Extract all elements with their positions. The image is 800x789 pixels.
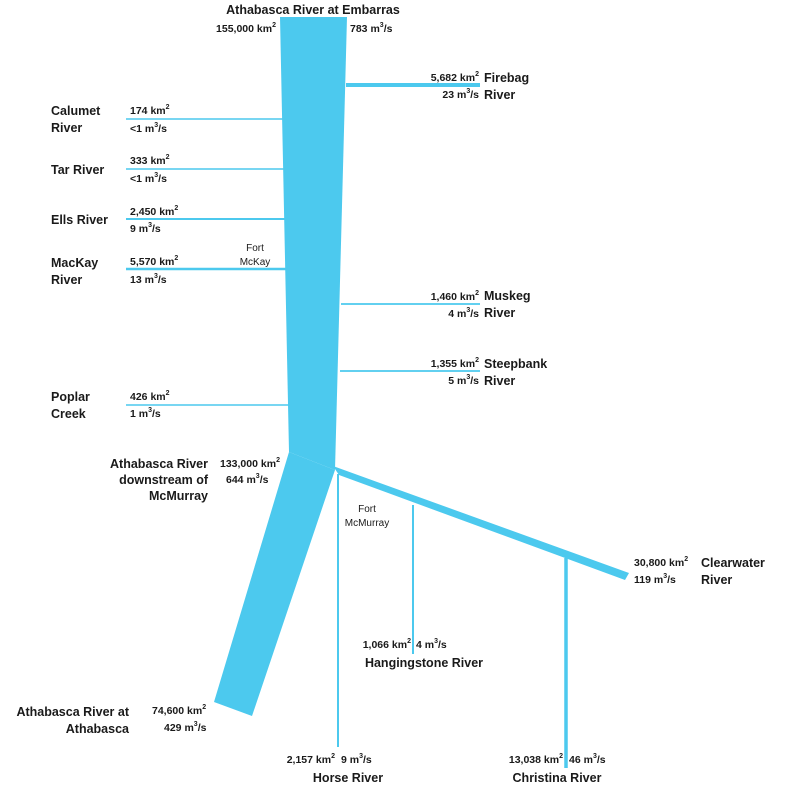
main-stem-upper	[280, 17, 347, 470]
horse-name: Horse River	[313, 771, 383, 785]
fort-mcmurray-line-2: McMurray	[345, 518, 389, 529]
hangingstone-label: 1,066 km2 4 m3/s Hangingstone River	[363, 638, 483, 670]
clearwater-flow: 119 m3/s	[634, 573, 676, 586]
mcmurray-name-line-3: McMurray	[149, 489, 208, 503]
muskeg-label: 1,460 km2 4 m3/s Muskeg River	[431, 289, 531, 320]
clearwater-channel	[333, 466, 629, 580]
mcmurray-name-line-1: Athabasca River	[110, 457, 208, 471]
tar-label: Tar River 333 km2 <1 m3/s	[51, 154, 170, 185]
calumet-name-line-1: Calumet	[51, 104, 101, 118]
main-stem-lower	[214, 452, 335, 716]
athabasca-label: Athabasca River at Athabasca 74,600 km2 …	[16, 704, 206, 736]
christina-name: Christina River	[513, 771, 602, 785]
embarras-label: Athabasca River at Embarras 155,000 km2 …	[216, 3, 400, 35]
christina-flow: 46 m3/s	[569, 753, 606, 766]
muskeg-flow: 4 m3/s	[448, 307, 479, 320]
christina-label: 13,038 km2 46 m3/s Christina River	[509, 753, 606, 785]
athabasca-area: 74,600 km2	[152, 704, 206, 717]
poplar-name-line-1: Poplar	[51, 390, 90, 404]
mcmurray-label: Athabasca River downstream of McMurray 1…	[110, 457, 280, 503]
calumet-label: Calumet River 174 km2 <1 m3/s	[51, 104, 170, 135]
athabasca-name-line-2: Athabasca	[66, 722, 130, 736]
fort-mckay-label: Fort McKay	[240, 243, 271, 268]
clearwater-label: 30,800 km2 119 m3/s Clearwater River	[634, 556, 765, 587]
horse-flow: 9 m3/s	[341, 753, 372, 766]
steepbank-name-line-2: River	[484, 374, 515, 388]
christina-area: 13,038 km2	[509, 753, 563, 766]
mackay-name-line-2: River	[51, 273, 82, 287]
tar-area: 333 km2	[130, 154, 170, 167]
mackay-label: MacKay River 5,570 km2 13 m3/s	[51, 255, 178, 287]
embarras-name: Athabasca River at Embarras	[226, 3, 400, 17]
tar-flow: <1 m3/s	[130, 172, 167, 185]
ells-area: 2,450 km2	[130, 205, 178, 218]
mackay-area: 5,570 km2	[130, 255, 178, 268]
poplar-area: 426 km2	[130, 390, 170, 403]
firebag-area: 5,682 km2	[431, 71, 479, 84]
steepbank-label: 1,355 km2 5 m3/s Steepbank River	[431, 357, 548, 388]
mackay-flow: 13 m3/s	[130, 273, 167, 286]
athabasca-name-line-1: Athabasca River at	[16, 705, 129, 719]
embarras-area: 155,000 km2	[216, 22, 276, 35]
muskeg-name-line-1: Muskeg	[484, 289, 531, 303]
ells-label: Ells River 2,450 km2 9 m3/s	[51, 205, 178, 235]
calumet-flow: <1 m3/s	[130, 122, 167, 135]
athabasca-flow: 429 m3/s	[164, 721, 207, 734]
mcmurray-area: 133,000 km2	[220, 457, 280, 470]
firebag-flow: 23 m3/s	[442, 88, 479, 101]
hangingstone-area: 1,066 km2	[363, 638, 411, 651]
fort-mcmurray-line-1: Fort	[358, 504, 376, 515]
fort-mckay-line-1: Fort	[246, 243, 264, 254]
mackay-name-line-1: MacKay	[51, 256, 98, 270]
firebag-name-line-1: Firebag	[484, 71, 529, 85]
firebag-name-line-2: River	[484, 88, 515, 102]
mcmurray-flow: 644 m3/s	[226, 473, 269, 486]
fort-mckay-line-2: McKay	[240, 257, 271, 268]
steepbank-area: 1,355 km2	[431, 357, 479, 370]
fort-mcmurray-label: Fort McMurray	[345, 504, 389, 529]
muskeg-name-line-2: River	[484, 306, 515, 320]
calumet-name-line-2: River	[51, 121, 82, 135]
horse-area: 2,157 km2	[287, 753, 335, 766]
embarras-flow: 783 m3/s	[350, 22, 393, 35]
poplar-label: Poplar Creek 426 km2 1 m3/s	[51, 390, 170, 421]
firebag-label: 5,682 km2 23 m3/s Firebag River	[431, 71, 529, 102]
steepbank-name-line-1: Steepbank	[484, 357, 547, 371]
hangingstone-flow: 4 m3/s	[416, 638, 447, 651]
ells-flow: 9 m3/s	[130, 222, 161, 235]
clearwater-name-line-2: River	[701, 573, 732, 587]
river-channels	[126, 17, 629, 768]
hangingstone-name: Hangingstone River	[365, 656, 483, 670]
steepbank-flow: 5 m3/s	[448, 374, 479, 387]
mcmurray-name-line-2: downstream of	[119, 473, 209, 487]
clearwater-area: 30,800 km2	[634, 556, 688, 569]
muskeg-area: 1,460 km2	[431, 290, 479, 303]
poplar-flow: 1 m3/s	[130, 407, 161, 420]
poplar-name-line-2: Creek	[51, 407, 86, 421]
horse-label: 2,157 km2 9 m3/s Horse River	[287, 753, 384, 785]
tar-name: Tar River	[51, 163, 104, 177]
clearwater-name-line-1: Clearwater	[701, 556, 765, 570]
calumet-area: 174 km2	[130, 104, 170, 117]
ells-name: Ells River	[51, 213, 108, 227]
